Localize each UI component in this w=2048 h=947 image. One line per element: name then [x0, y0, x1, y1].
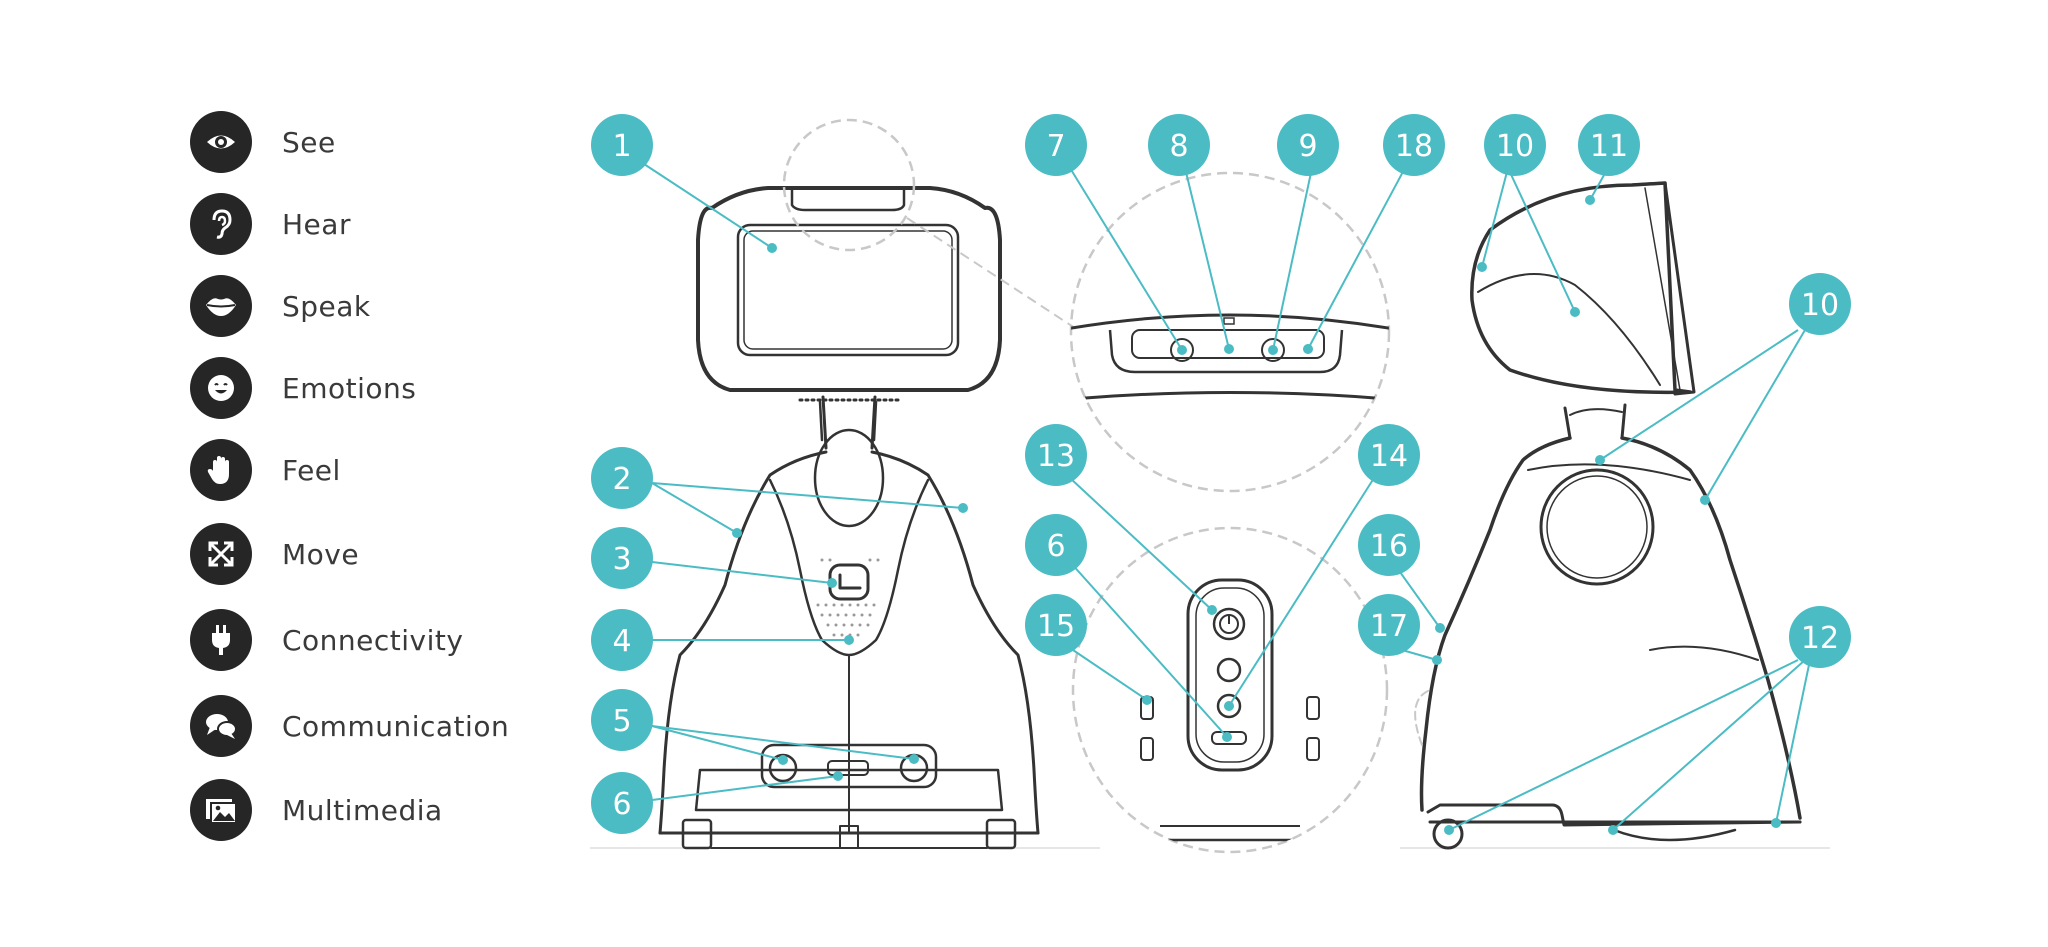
legend-label: See [282, 125, 336, 159]
svg-text:6: 6 [1046, 529, 1065, 564]
svg-text:4: 4 [612, 624, 631, 659]
callout-12: 12 [1789, 606, 1851, 668]
legend-label: Communication [282, 709, 510, 743]
callout-6-back: 6 [1025, 514, 1087, 576]
svg-text:18: 18 [1395, 129, 1433, 164]
svg-text:7: 7 [1046, 129, 1065, 164]
callout-15: 15 [1025, 594, 1087, 656]
svg-text:11: 11 [1590, 129, 1628, 164]
legend-item-speak: Speak [190, 274, 371, 338]
hand-icon [190, 439, 252, 501]
legend-label: Connectivity [282, 623, 464, 657]
legend-item-hear: Hear [190, 192, 351, 256]
legend-label: Feel [282, 453, 341, 487]
plug-icon [190, 609, 252, 671]
callout-leader-lines [643, 163, 1811, 831]
smiley-icon [190, 357, 252, 419]
callout-5: 5 [591, 689, 653, 751]
svg-text:17: 17 [1370, 609, 1408, 644]
legend-label: Multimedia [282, 793, 443, 827]
zoom-circle-back [1071, 526, 1389, 854]
svg-text:8: 8 [1169, 129, 1188, 164]
robot-side-view [1414, 181, 1802, 850]
legend-item-connectivity: Connectivity [190, 608, 463, 672]
legend-item-move: Move [190, 522, 359, 586]
callout-9: 9 [1277, 114, 1339, 176]
callout-3: 3 [591, 527, 653, 589]
chat-bubbles-icon [190, 695, 252, 757]
callout-10: 10 [1484, 114, 1546, 176]
eye-icon [190, 111, 252, 173]
svg-text:10: 10 [1496, 129, 1534, 164]
legend-label: Emotions [282, 371, 417, 405]
callout-10-side: 10 [1789, 273, 1851, 335]
callout-13: 13 [1025, 424, 1087, 486]
svg-text:13: 13 [1037, 439, 1075, 474]
svg-text:14: 14 [1370, 439, 1408, 474]
ear-icon [190, 193, 252, 255]
svg-text:6: 6 [612, 787, 631, 822]
lips-icon [190, 275, 252, 337]
legend-label: Speak [282, 289, 371, 323]
svg-text:9: 9 [1298, 129, 1317, 164]
svg-text:2: 2 [612, 462, 631, 497]
callout-anchor-dots [732, 195, 1781, 835]
svg-text:15: 15 [1037, 609, 1075, 644]
zoom-circle-head [782, 118, 1391, 493]
svg-text:16: 16 [1370, 529, 1408, 564]
callout-4: 4 [591, 609, 653, 671]
legend-item-emotions: Emotions [190, 356, 416, 420]
move-arrows-icon [190, 523, 252, 585]
legend-item-see: See [190, 110, 336, 174]
legend-item-feel: Feel [190, 438, 341, 502]
callout-14: 14 [1358, 424, 1420, 486]
legend-item-multimedia: Multimedia [190, 778, 443, 842]
speaker-grille [816, 558, 880, 637]
svg-text:10: 10 [1801, 288, 1839, 323]
gallery-icon [190, 779, 252, 841]
callout-2: 2 [591, 447, 653, 509]
callout-17: 17 [1358, 594, 1420, 656]
callout-18: 18 [1383, 114, 1445, 176]
legend-label: Move [282, 537, 360, 571]
legend-item-communication: Communication [190, 694, 509, 758]
callout-7: 7 [1025, 114, 1087, 176]
callout-11: 11 [1578, 114, 1640, 176]
robot-front-view [658, 186, 1040, 850]
svg-text:5: 5 [612, 704, 631, 739]
callout-16: 16 [1358, 514, 1420, 576]
svg-text:1: 1 [612, 129, 631, 164]
callout-6: 6 [591, 772, 653, 834]
svg-text:3: 3 [612, 542, 631, 577]
callout-8: 8 [1148, 114, 1210, 176]
legend-label: Hear [282, 207, 351, 241]
svg-text:12: 12 [1801, 621, 1839, 656]
callout-1: 1 [591, 114, 653, 176]
